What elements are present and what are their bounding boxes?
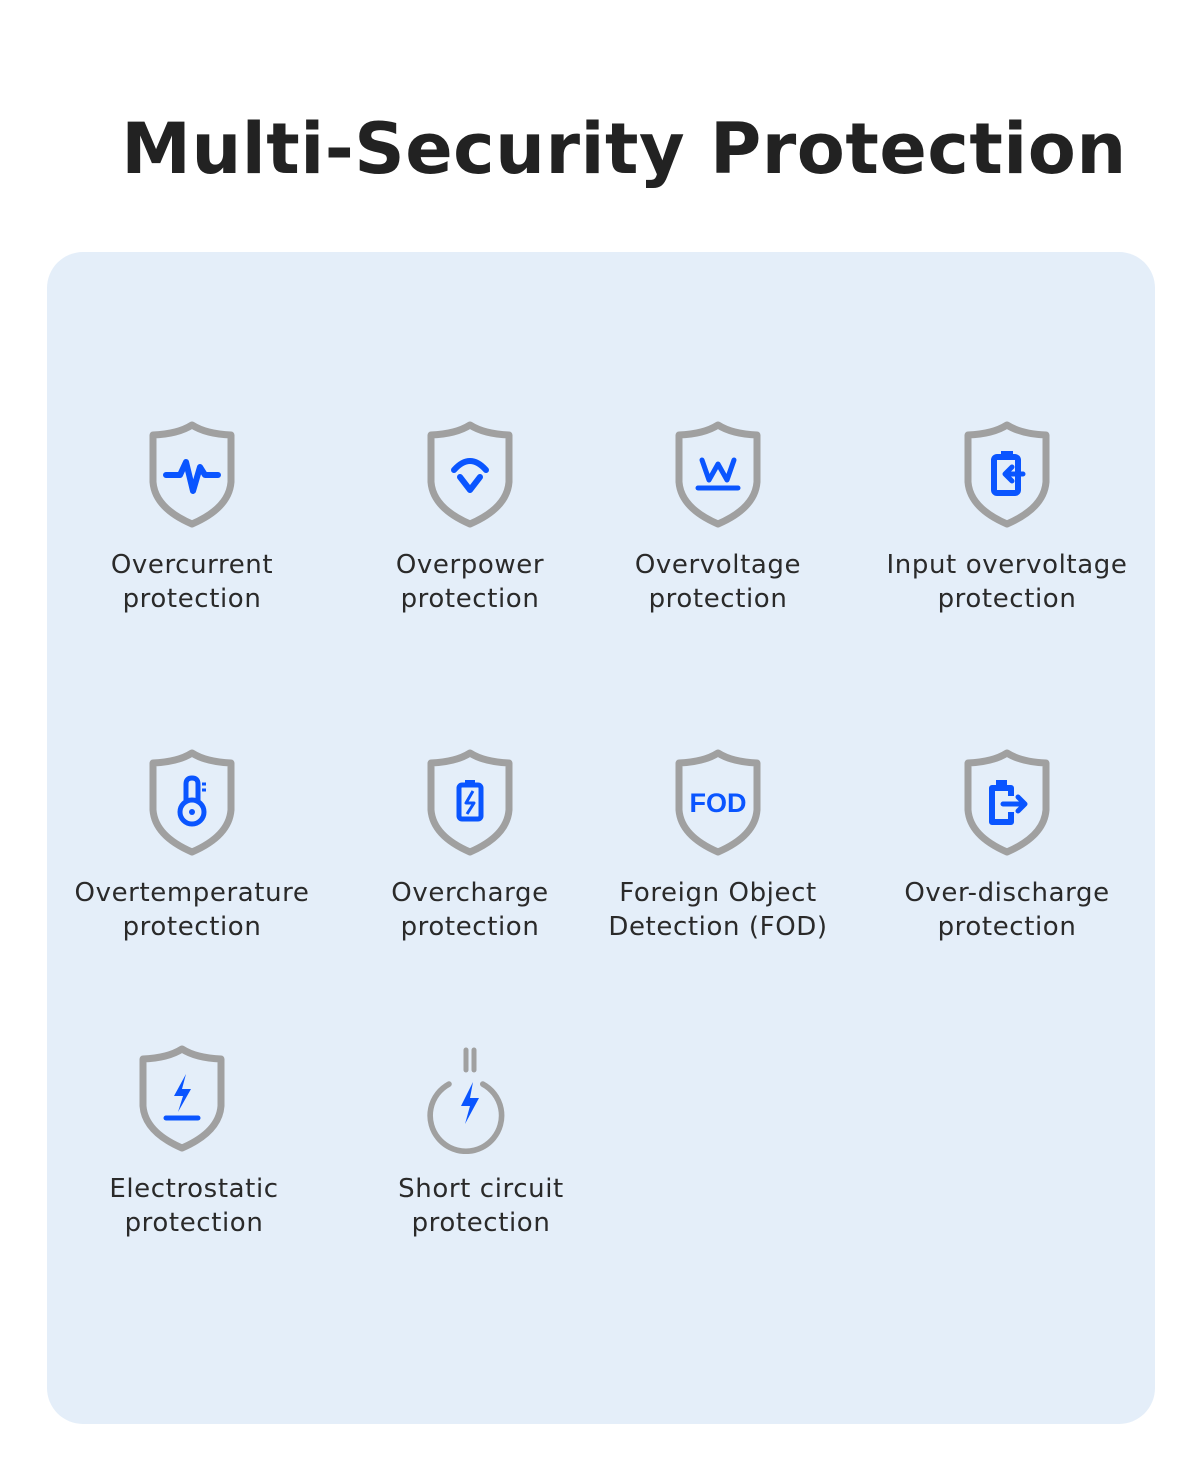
page-title: Multi-Security Protection [121, 108, 1127, 190]
feature-label: protection [122, 584, 262, 614]
feature-label: Overpower [395, 550, 545, 580]
feature-label: Overtemperature [74, 878, 310, 908]
feature-short-circuit: Short circuit protection [341, 1044, 621, 1240]
watt-shield-icon [675, 421, 761, 528]
feature-label: Electrostatic [109, 1174, 279, 1204]
thermometer-shield-icon [149, 749, 235, 856]
feature-label: protection [411, 1208, 551, 1238]
feature-overcurrent: Overcurrent protection [52, 420, 332, 616]
battery-output-shield-icon [964, 749, 1050, 856]
feature-overtemperature: Overtemperature protection [52, 748, 332, 944]
feature-label: Overvoltage [634, 550, 802, 580]
overpower-shield-icon [427, 421, 513, 528]
feature-over-discharge: Over-discharge protection [867, 748, 1147, 944]
feature-overcharge: Overcharge protection [330, 748, 610, 944]
battery-charge-shield-icon [427, 749, 513, 856]
feature-label: Foreign Object [619, 878, 817, 908]
feature-label: protection [648, 584, 788, 614]
feature-overvoltage: Overvoltage protection [578, 420, 858, 616]
power-lightning-icon [427, 1047, 505, 1154]
lightning-shield-icon [139, 1045, 225, 1152]
feature-label: protection [124, 1208, 264, 1238]
heartbeat-shield-icon [149, 421, 235, 528]
feature-input-overvoltage: Input overvoltage protection [867, 420, 1147, 616]
battery-input-shield-icon [964, 421, 1050, 528]
feature-label: protection [937, 912, 1077, 942]
feature-label: Short circuit [398, 1174, 564, 1204]
feature-label: protection [122, 912, 262, 942]
feature-label: Input overvoltage [886, 550, 1128, 580]
feature-label: protection [400, 912, 540, 942]
fod-shield-icon: FOD [675, 749, 761, 856]
feature-label: protection [400, 584, 540, 614]
feature-label: Detection (FOD) [608, 912, 828, 942]
feature-label: Overcharge [391, 878, 549, 908]
feature-label: Overcurrent [110, 550, 274, 580]
feature-electrostatic: Electrostatic protection [54, 1044, 334, 1240]
feature-overpower: Overpower protection [330, 420, 610, 616]
feature-label: Over-discharge [904, 878, 1110, 908]
svg-text:FOD: FOD [690, 788, 747, 818]
feature-label: protection [937, 584, 1077, 614]
